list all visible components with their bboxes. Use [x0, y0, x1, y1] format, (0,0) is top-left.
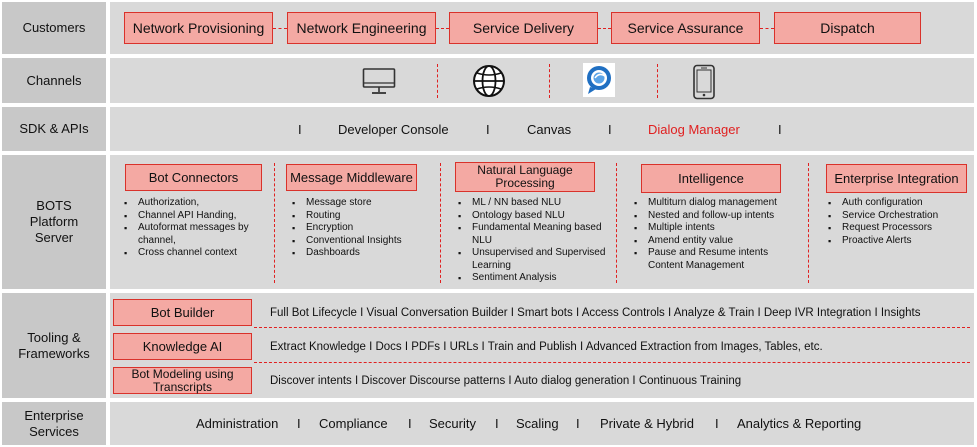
list-item: Service Orchestration	[828, 210, 972, 223]
row-label-bots-platform: BOTS Platform Server	[2, 155, 106, 289]
sdk-dialog-manager[interactable]: Dialog Manager	[648, 121, 740, 137]
enterprise-scaling: Scaling	[516, 416, 559, 431]
list-item: Sentiment Analysis	[458, 272, 609, 285]
component-divider	[616, 163, 617, 283]
list-item: Request Processors	[828, 222, 972, 235]
customer-service-assurance: Service Assurance	[611, 12, 760, 44]
separator: I	[778, 121, 782, 137]
tool-divider	[254, 327, 970, 328]
customer-connector	[436, 28, 449, 29]
sdk-canvas[interactable]: Canvas	[527, 121, 572, 137]
component-divider	[808, 163, 809, 283]
mobile-tablet-icon	[692, 64, 716, 100]
list-item: Routing	[292, 210, 428, 223]
list-item: Amend entity value	[634, 235, 805, 248]
desktop-monitor-icon	[362, 66, 396, 96]
enterprise-items: Administration I Compliance I Security I…	[110, 402, 974, 445]
list-item: Proactive Alerts	[828, 235, 972, 248]
enterprise-analytics-reporting: Analytics & Reporting	[737, 416, 862, 431]
list-item: Auth configuration	[828, 197, 972, 210]
tooling-band	[110, 293, 974, 398]
list-item: Cross channel context	[124, 247, 270, 260]
list-item: Channel API Handing,	[124, 210, 270, 223]
row-label-enterprise-services: Enterprise Services	[2, 402, 106, 445]
separator: I	[298, 121, 302, 137]
sdk-band	[110, 107, 974, 151]
list-item: Fundamental Meaning based NLU	[458, 222, 609, 247]
list-item: Authorization,	[124, 197, 270, 210]
list-item: Multiturn dialog management	[634, 197, 805, 210]
component-enterprise-integration: Enterprise Integration	[826, 164, 967, 193]
enterprise-integration-list: Auth configuration Service Orchestration…	[824, 197, 972, 247]
sdk-developer-console[interactable]: Developer Console	[338, 121, 449, 137]
tool-bot-builder-desc: Full Bot Lifecycle I Visual Conversation…	[270, 306, 921, 319]
separator: I	[486, 121, 490, 137]
channel-divider	[657, 64, 658, 98]
chat-bubble-icon	[583, 63, 615, 97]
separator: I	[715, 416, 719, 431]
tool-bot-modeling-desc: Discover intents I Discover Discourse pa…	[270, 374, 742, 387]
component-bot-connectors: Bot Connectors	[125, 164, 262, 191]
list-item: Pause and Resume intents Content Managem…	[634, 247, 805, 272]
customer-network-provisioning: Network Provisioning	[124, 12, 273, 44]
list-item: Nested and follow-up intents	[634, 210, 805, 223]
separator: I	[408, 416, 412, 431]
channel-divider	[549, 64, 550, 98]
customer-dispatch: Dispatch	[774, 12, 921, 44]
tool-knowledge-ai: Knowledge AI	[113, 333, 252, 360]
tool-divider	[254, 362, 970, 363]
component-intelligence: Intelligence	[641, 164, 781, 193]
nlp-list: ML / NN based NLU Ontology based NLU Fun…	[454, 197, 609, 285]
channel-divider	[437, 64, 438, 98]
message-middleware-list: Message store Routing Encryption Convent…	[288, 197, 428, 260]
enterprise-band	[110, 402, 974, 445]
customer-service-delivery: Service Delivery	[449, 12, 598, 44]
enterprise-security: Security	[429, 416, 476, 431]
list-item: Conventional Insights	[292, 235, 428, 248]
row-label-customers: Customers	[2, 2, 106, 54]
component-divider	[274, 163, 275, 283]
customer-connector	[273, 28, 287, 29]
tool-bot-modeling: Bot Modeling using Transcripts	[113, 367, 252, 394]
list-item: Ontology based NLU	[458, 210, 609, 223]
separator: I	[608, 121, 612, 137]
list-item: Unsupervised and Supervised Learning	[458, 247, 609, 272]
list-item: ML / NN based NLU	[458, 197, 609, 210]
list-item: Dashboards	[292, 247, 428, 260]
customer-connector	[598, 28, 611, 29]
component-divider	[440, 163, 441, 283]
intelligence-list: Multiturn dialog management Nested and f…	[630, 197, 805, 272]
tool-knowledge-ai-desc: Extract Knowledge I Docs I PDFs I URLs I…	[270, 340, 823, 353]
row-label-tooling: Tooling & Frameworks	[2, 293, 106, 398]
bot-connectors-list: Authorization, Channel API Handing, Auto…	[120, 197, 270, 260]
separator: I	[495, 416, 499, 431]
list-item: Autoformat messages by channel,	[124, 222, 270, 247]
channels-band	[110, 58, 974, 103]
list-item: Multiple intents	[634, 222, 805, 235]
separator: I	[297, 416, 301, 431]
enterprise-compliance: Compliance	[319, 416, 388, 431]
enterprise-administration: Administration	[196, 416, 279, 431]
sdk-items: I Developer Console I Canvas I Dialog Ma…	[110, 107, 974, 151]
list-item: Message store	[292, 197, 428, 210]
web-globe-icon	[472, 64, 506, 98]
component-message-middleware: Message Middleware	[286, 164, 417, 191]
row-label-channels: Channels	[2, 58, 106, 103]
component-nlp: Natural Language Processing	[455, 162, 595, 192]
separator: I	[576, 416, 580, 431]
tool-bot-builder: Bot Builder	[113, 299, 252, 326]
customer-network-engineering: Network Engineering	[287, 12, 436, 44]
customer-connector	[760, 28, 774, 29]
row-label-sdk-apis: SDK & APIs	[2, 107, 106, 151]
enterprise-private-hybrid: Private & Hybrid	[600, 416, 694, 431]
list-item: Encryption	[292, 222, 428, 235]
